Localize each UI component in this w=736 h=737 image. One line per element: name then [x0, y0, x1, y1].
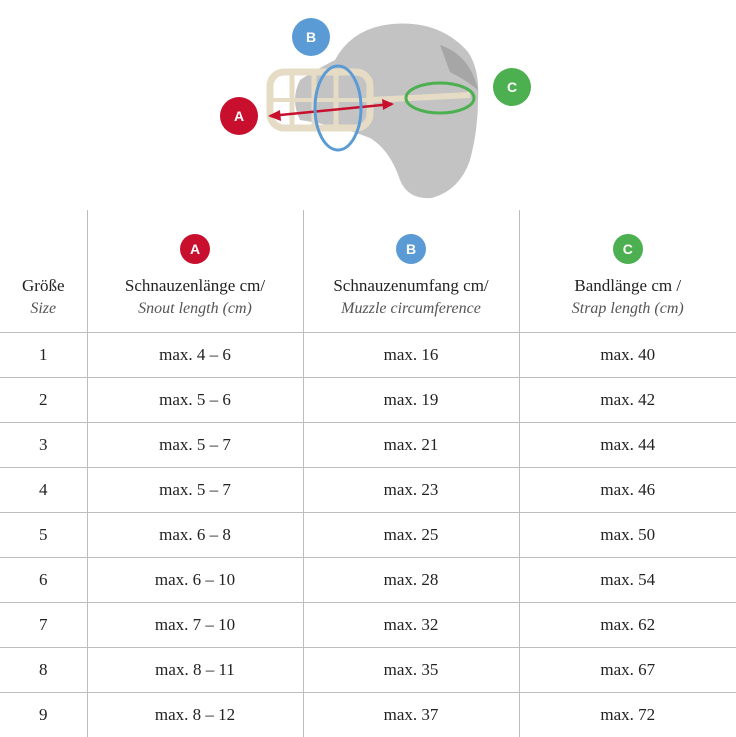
header-size-en: Size	[30, 298, 56, 320]
cell-snout-length: max. 5 – 7	[87, 468, 303, 513]
cell-size: 3	[0, 423, 87, 468]
cell-strap-length: max. 44	[519, 423, 736, 468]
header-muzzle-circumference-de: Schnauzenumfang cm/	[333, 274, 488, 298]
cell-size: 6	[0, 558, 87, 603]
badge-a-label: A	[234, 108, 244, 124]
cell-muzzle-circumference: max. 32	[303, 603, 519, 648]
header-snout-length-en: Snout length (cm)	[138, 298, 252, 320]
cell-size: 7	[0, 603, 87, 648]
cell-strap-length: max. 42	[519, 378, 736, 423]
cell-muzzle-circumference: max. 37	[303, 693, 519, 737]
badge-a-header-icon: A	[180, 234, 210, 264]
badge-b-header-icon: B	[396, 234, 426, 264]
cell-snout-length: max. 6 – 10	[87, 558, 303, 603]
dog-muzzle-illustration: A B C	[0, 0, 736, 205]
cell-strap-length: max. 40	[519, 333, 736, 378]
header-muzzle-circumference: B Schnauzenumfang cm/ Muzzle circumferen…	[303, 210, 519, 333]
header-size: Größe Size	[0, 210, 87, 333]
cell-snout-length: max. 6 – 8	[87, 513, 303, 558]
header-strap-length-en: Strap length (cm)	[572, 298, 684, 320]
cell-snout-length: max. 7 – 10	[87, 603, 303, 648]
header-snout-length-de: Schnauzenlänge cm/	[125, 274, 265, 298]
cell-muzzle-circumference: max. 21	[303, 423, 519, 468]
cell-size: 1	[0, 333, 87, 378]
cell-strap-length: max. 54	[519, 558, 736, 603]
cell-strap-length: max. 72	[519, 693, 736, 737]
cell-size: 4	[0, 468, 87, 513]
badge-c-label: C	[507, 79, 517, 95]
cell-strap-length: max. 46	[519, 468, 736, 513]
size-table: Größe Size A Schnauzenlänge cm/ Snout le…	[0, 210, 736, 737]
badge-b-label: B	[306, 29, 316, 45]
header-strap-length-de: Bandlänge cm /	[574, 274, 681, 298]
cell-snout-length: max. 5 – 6	[87, 378, 303, 423]
cell-snout-length: max. 8 – 11	[87, 648, 303, 693]
cell-muzzle-circumference: max. 23	[303, 468, 519, 513]
cell-snout-length: max. 4 – 6	[87, 333, 303, 378]
cell-muzzle-circumference: max. 16	[303, 333, 519, 378]
header-muzzle-circumference-en: Muzzle circumference	[341, 298, 481, 320]
cell-size: 2	[0, 378, 87, 423]
cell-size: 9	[0, 693, 87, 737]
dog-head-diagram: A B C	[0, 0, 736, 205]
cell-strap-length: max. 50	[519, 513, 736, 558]
table-header-row: Größe Size A Schnauzenlänge cm/ Snout le…	[0, 210, 736, 333]
badge-c-header-icon: C	[613, 234, 643, 264]
header-snout-length: A Schnauzenlänge cm/ Snout length (cm)	[87, 210, 303, 333]
cell-muzzle-circumference: max. 25	[303, 513, 519, 558]
cell-muzzle-circumference: max. 19	[303, 378, 519, 423]
cell-size: 5	[0, 513, 87, 558]
cell-muzzle-circumference: max. 35	[303, 648, 519, 693]
header-strap-length: C Bandlänge cm / Strap length (cm)	[519, 210, 736, 333]
size-table-container: Größe Size A Schnauzenlänge cm/ Snout le…	[0, 210, 736, 737]
cell-size: 8	[0, 648, 87, 693]
cell-snout-length: max. 5 – 7	[87, 423, 303, 468]
cell-snout-length: max. 8 – 12	[87, 693, 303, 737]
cell-muzzle-circumference: max. 28	[303, 558, 519, 603]
header-size-de: Größe	[22, 274, 64, 298]
cell-strap-length: max. 62	[519, 603, 736, 648]
cell-strap-length: max. 67	[519, 648, 736, 693]
